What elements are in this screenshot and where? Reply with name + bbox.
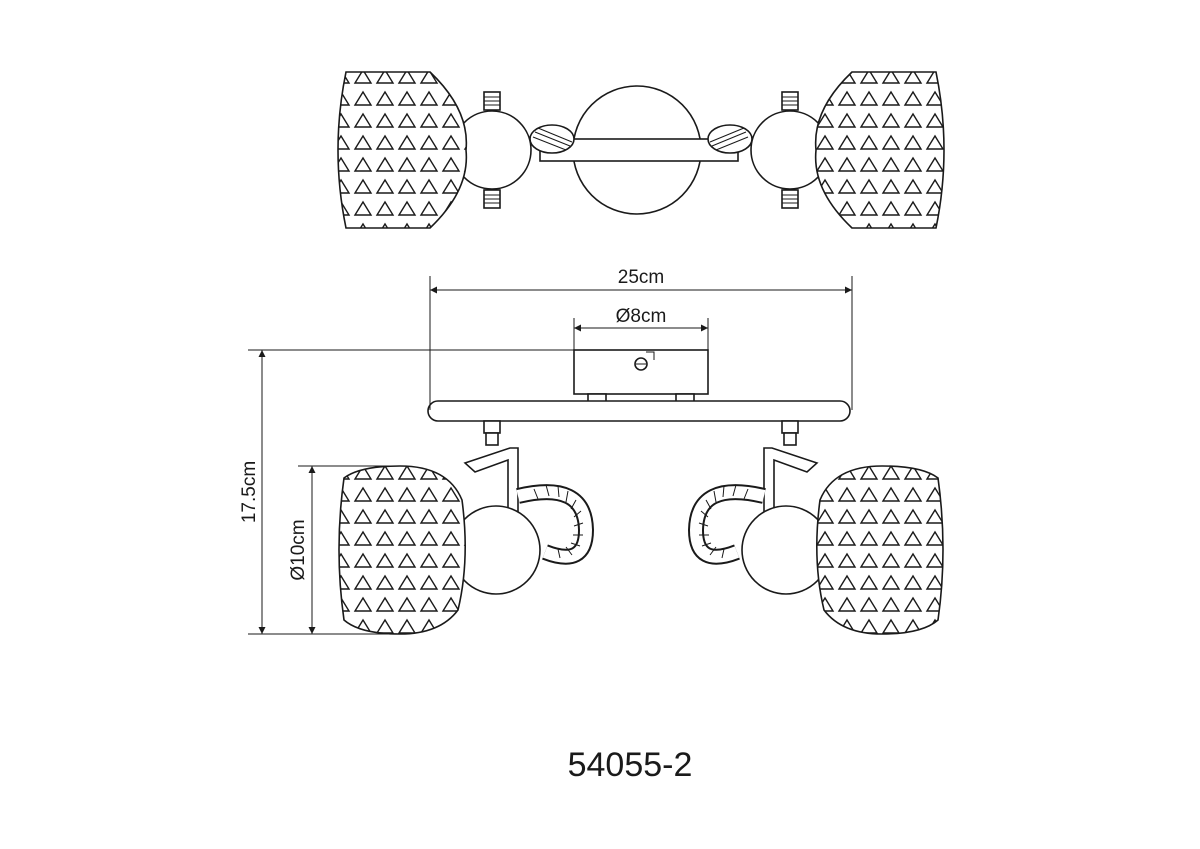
model-number: 54055-2: [568, 746, 693, 784]
top-left-shade: [337, 71, 468, 229]
side-view: [338, 349, 944, 635]
top-view: [337, 71, 945, 229]
top-left-joint: [452, 91, 575, 209]
height-label: 17.5cm: [239, 461, 260, 523]
side-canopy: [573, 349, 709, 395]
side-bar: [427, 400, 851, 422]
width-label: 25cm: [618, 267, 664, 288]
shade-diameter-label: Ø10cm: [288, 519, 309, 580]
dimension-lines: [248, 276, 853, 635]
top-right-joint: [707, 91, 830, 209]
side-right-spot: [687, 420, 944, 635]
top-right-shade: [814, 71, 945, 229]
canopy-diameter-label: Ø8cm: [616, 306, 667, 327]
side-left-spot: [338, 420, 595, 635]
